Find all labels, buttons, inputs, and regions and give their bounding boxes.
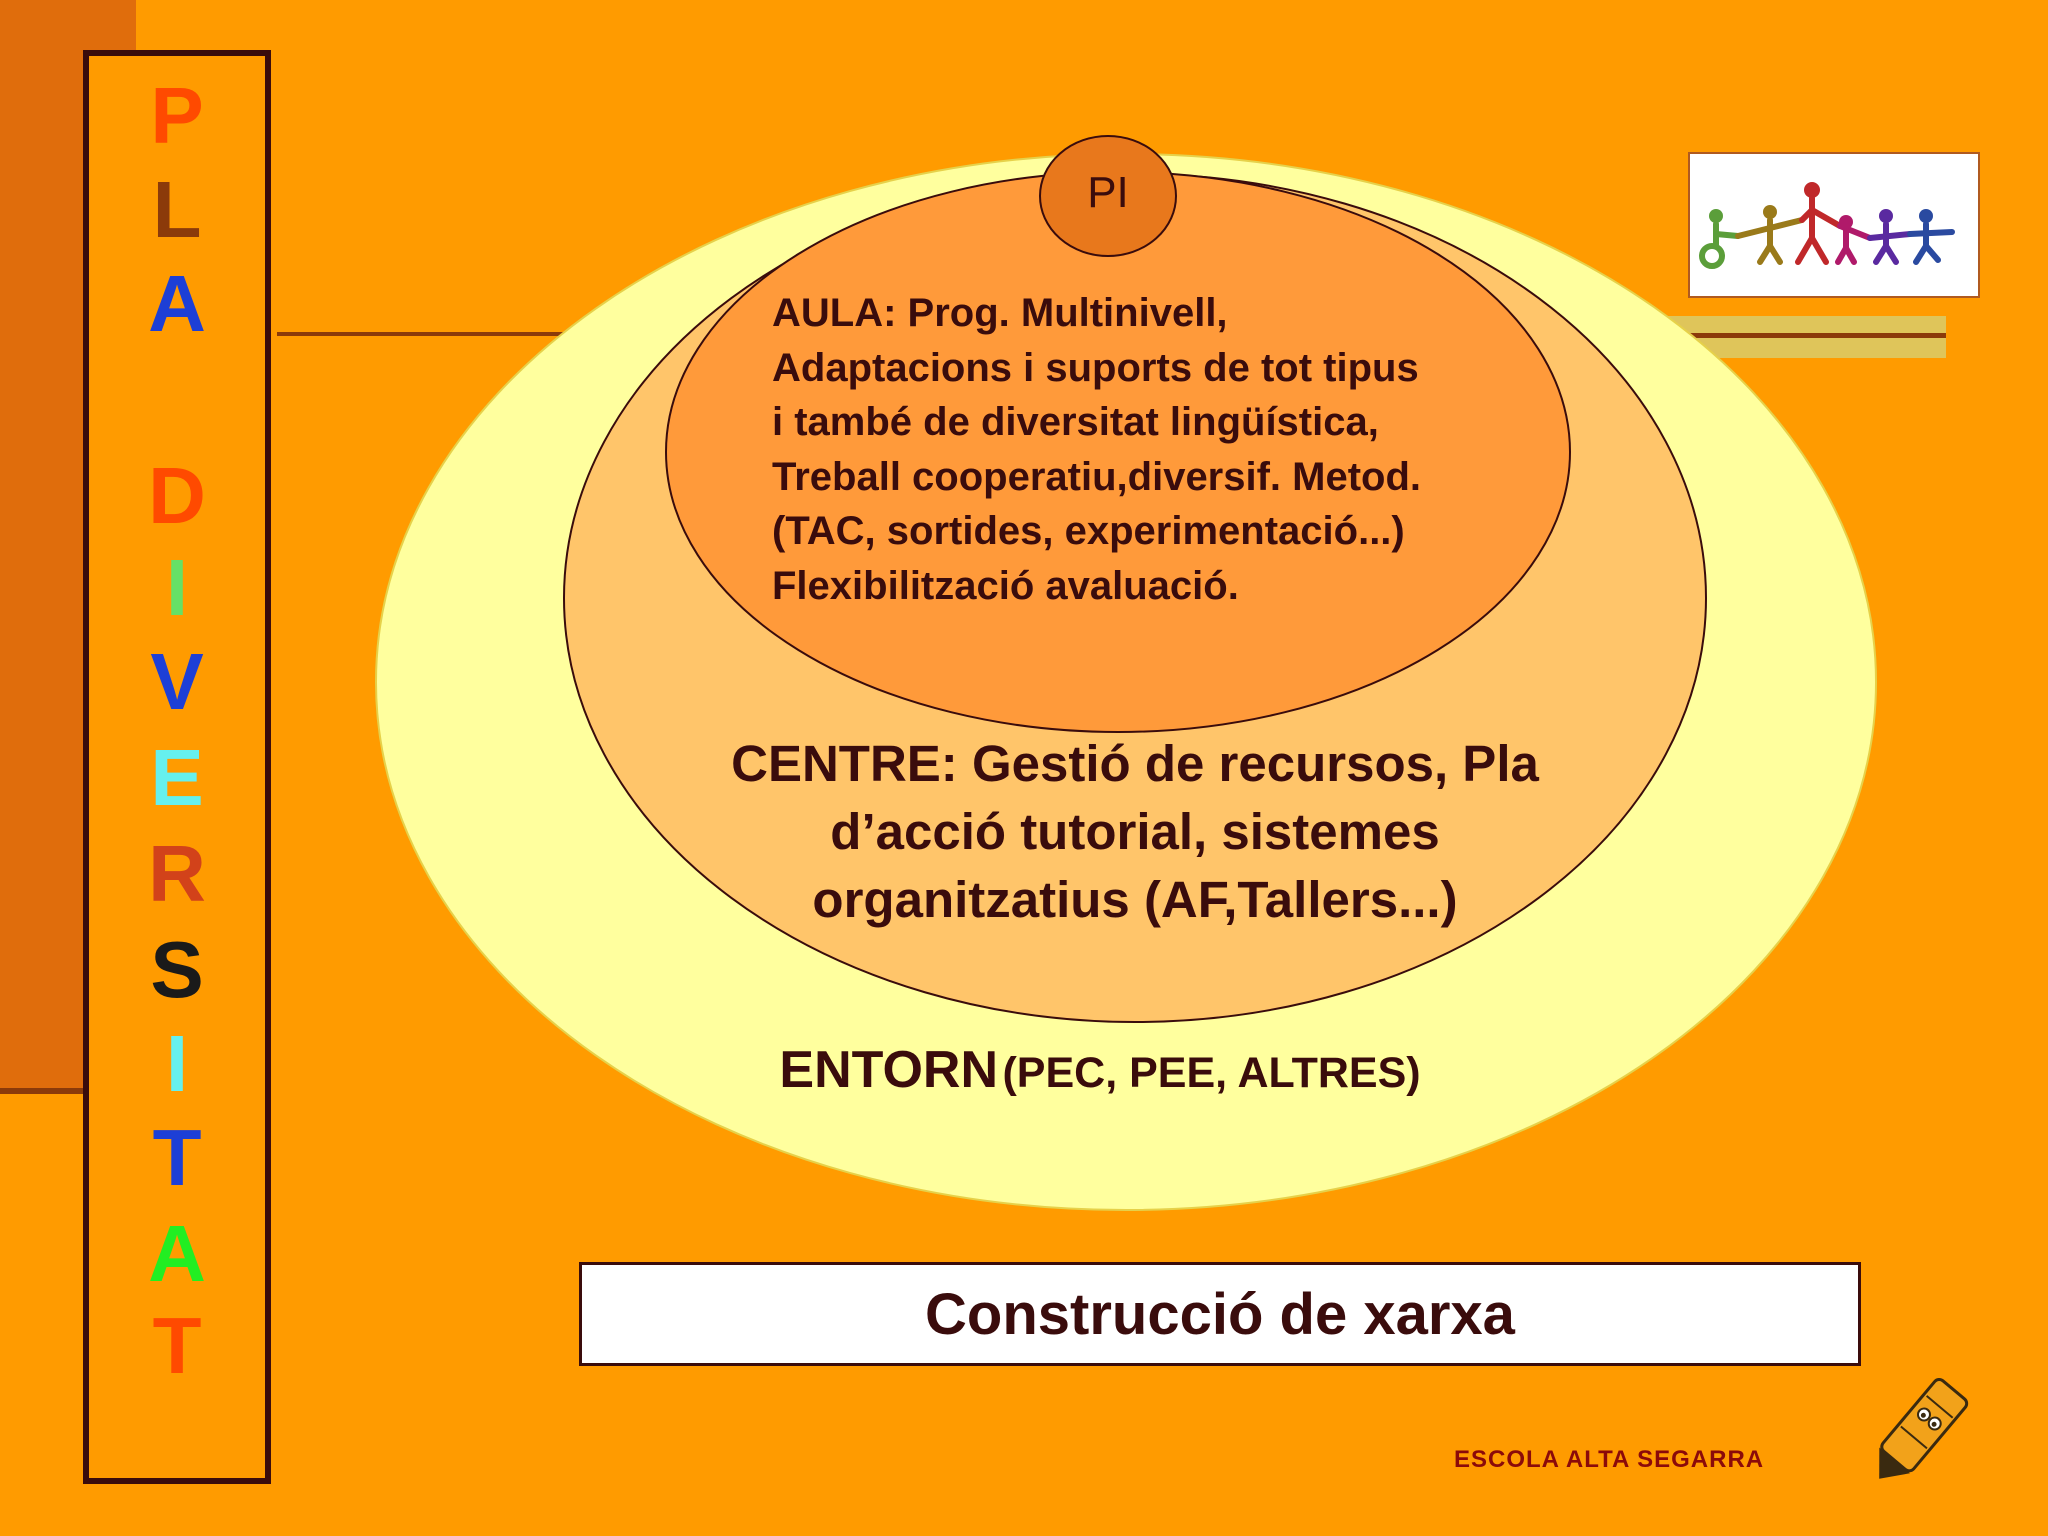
family-chain-icon <box>1688 152 1980 298</box>
entorn-label: ENTORN <box>779 1041 998 1099</box>
entorn-sublabel: (PEC, PEE, ALTRES) <box>1002 1049 1420 1097</box>
pi-label: PI <box>1040 168 1176 218</box>
pencil-mascot-icon <box>1856 1364 1986 1499</box>
entorn-text: ENTORN (PEC, PEE, ALTRES) <box>640 1040 1560 1100</box>
footer-banner: Construcció de xarxa <box>579 1262 1861 1366</box>
school-name: ESCOLA ALTA SEGARRA <box>1454 1446 1794 1474</box>
centre-text: CENTRE: Gestió de recursos, Pla d’acció … <box>640 730 1630 934</box>
footer-title: Construcció de xarxa <box>925 1281 1515 1348</box>
aula-text: AULA: Prog. Multinivell, Adaptacions i s… <box>772 286 1602 613</box>
